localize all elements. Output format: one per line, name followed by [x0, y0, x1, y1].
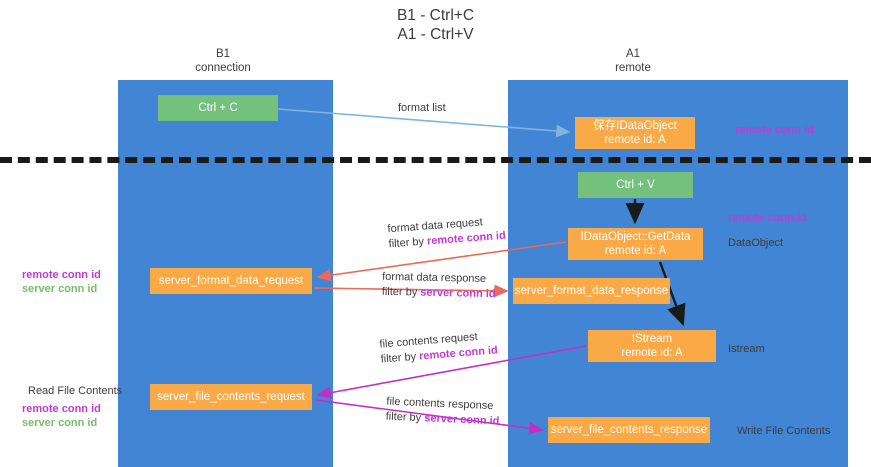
- label-filter-by-prefix-2: filter by: [381, 285, 421, 299]
- label-file-contents-response: file contents response filter by server …: [385, 395, 500, 430]
- lane-header-b1-subtitle: connection: [195, 61, 251, 74]
- node-ctrl-c[interactable]: Ctrl + C: [158, 95, 278, 121]
- node-ctrl-v-label: Ctrl + V: [616, 179, 655, 191]
- diagram-title: B1 - Ctrl+C A1 - Ctrl+V: [0, 6, 871, 44]
- annotation-istream-text: Istream: [728, 343, 765, 355]
- label-format-data-response-line2: filter by server conn id: [382, 285, 496, 302]
- node-server-file-contents-response[interactable]: server_file_contents_response: [548, 417, 710, 443]
- node-server-format-data-response[interactable]: server_format_data_response: [513, 278, 670, 304]
- annotation-remote-conn-id-top-right: remote conn id: [735, 123, 814, 137]
- title-line-2: A1 - Ctrl+V: [397, 26, 474, 43]
- phase-divider: [0, 157, 871, 163]
- node-getdata-line2: remote id: A: [604, 245, 667, 257]
- node-istream-line2: remote id: A: [621, 347, 683, 359]
- node-istream-line1: IStream: [631, 333, 673, 345]
- node-istream[interactable]: IStream remote id: A: [588, 330, 716, 362]
- annotation-read-file-contents: Read File Contents: [28, 384, 122, 398]
- annotation-istream: Istream: [728, 342, 765, 356]
- node-getdata-line1: IDataObject::GetData: [580, 231, 691, 243]
- label-server-conn-id-2: server conn id: [423, 412, 500, 428]
- label-format-data-response: format data response filter by server co…: [382, 270, 496, 302]
- node-server-format-data-request-label: server_format_data_request: [158, 275, 304, 287]
- node-dataobject-remote[interactable]: 保存IDataObject remote id: A: [575, 117, 695, 149]
- annotation-read-file-contents-text: Read File Contents: [28, 385, 123, 397]
- node-ctrl-v[interactable]: Ctrl + V: [578, 172, 693, 198]
- title-line-1: B1 - Ctrl+C: [396, 7, 475, 24]
- lane-header-b1-name: B1: [215, 48, 231, 60]
- annotation-write-file-contents-text: Write File Contents: [737, 425, 831, 437]
- lane-header-a1-name: A1: [625, 48, 641, 60]
- lane-header-b1: B1 connection: [148, 48, 298, 75]
- label-file-contents-request: file contents request filter by remote c…: [379, 328, 498, 367]
- label-filter-by-prefix-4: filter by: [385, 410, 425, 425]
- label-format-data-request: format data request filter by remote con…: [387, 214, 506, 253]
- node-dataobject-remote-line1: 保存IDataObject: [593, 120, 677, 132]
- node-ctrl-c-label: Ctrl + C: [198, 102, 238, 114]
- annotation-conn-ids-top-left: remote conn id server conn id: [22, 268, 101, 296]
- label-format-list-text: format list: [398, 102, 446, 114]
- lane-header-a1: A1 remote: [558, 48, 708, 75]
- annotation-remote-conn-id-top-left: remote conn id: [22, 269, 101, 281]
- annotation-remote-conn-id-mid-right-text: remote conn id: [728, 212, 807, 224]
- label-format-list: format list: [398, 101, 446, 116]
- node-dataobject-remote-line2: remote id: A: [604, 134, 666, 146]
- node-server-format-data-response-label: server_format_data_response: [514, 285, 669, 297]
- node-server-file-contents-request-label: server_file_contents_request: [157, 391, 305, 403]
- node-server-format-data-request[interactable]: server_format_data_request: [150, 268, 312, 294]
- annotation-server-conn-id-top-left: server conn id: [22, 283, 98, 295]
- annotation-remote-conn-id-mid-right: remote conn id: [728, 211, 807, 225]
- node-server-file-contents-request[interactable]: server_file_contents_request: [150, 384, 312, 410]
- annotation-remote-conn-id-top-right-text: remote conn id: [735, 124, 814, 136]
- annotation-server-conn-id-bottom-left: server conn id: [22, 417, 98, 429]
- annotation-dataobject-text: DataObject: [728, 237, 784, 249]
- node-server-file-contents-response-label: server_file_contents_response: [550, 424, 708, 436]
- annotation-remote-conn-id-bottom-left: remote conn id: [22, 403, 101, 415]
- label-filter-by-prefix-1: filter by: [388, 235, 428, 251]
- annotation-conn-ids-bottom-left: remote conn id server conn id: [22, 402, 101, 430]
- node-getdata[interactable]: IDataObject::GetData remote id: A: [568, 228, 703, 260]
- label-filter-by-prefix-3: filter by: [380, 350, 420, 366]
- label-server-conn-id-1: server conn id: [420, 286, 496, 301]
- annotation-dataobject: DataObject: [728, 236, 783, 250]
- annotation-write-file-contents: Write File Contents: [737, 424, 830, 438]
- lane-header-a1-subtitle: remote: [615, 61, 651, 74]
